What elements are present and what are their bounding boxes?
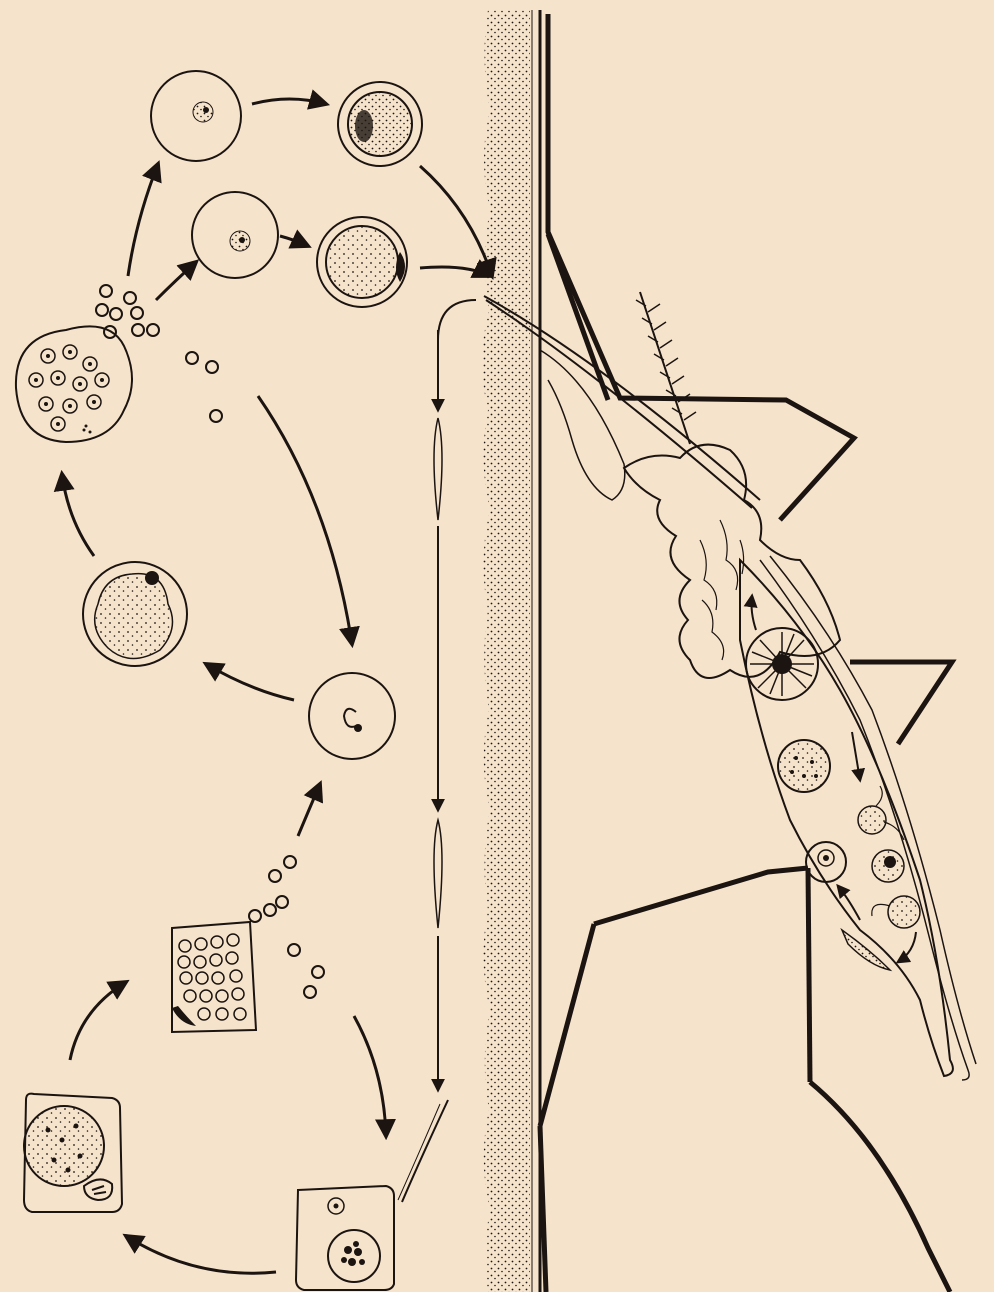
microgametocyte-cell [317, 217, 407, 307]
skin-layer [482, 10, 540, 1292]
liver-cell-mature [24, 1094, 122, 1212]
erythrocyte-young-trophozoite [151, 71, 241, 161]
liver-cell-early [296, 1186, 394, 1290]
macrogametocyte-cell [338, 82, 422, 166]
sporozoite-icon [434, 418, 442, 520]
erythrocyte-early-ring [309, 673, 395, 759]
blood-cycle [16, 71, 422, 759]
liver-schizont [172, 922, 256, 1032]
sporozoite-path [398, 300, 476, 1202]
merozoites-from-liver [249, 856, 324, 998]
mosquito [484, 14, 976, 1292]
liver-cycle [24, 784, 394, 1290]
schizont [16, 326, 132, 442]
amoeboid-trophozoite [83, 562, 187, 666]
merozoites-released [96, 285, 222, 422]
erythrocyte-ring-stage [192, 192, 278, 278]
oocyst-developing [778, 740, 830, 792]
oocyst-icon [746, 596, 818, 700]
